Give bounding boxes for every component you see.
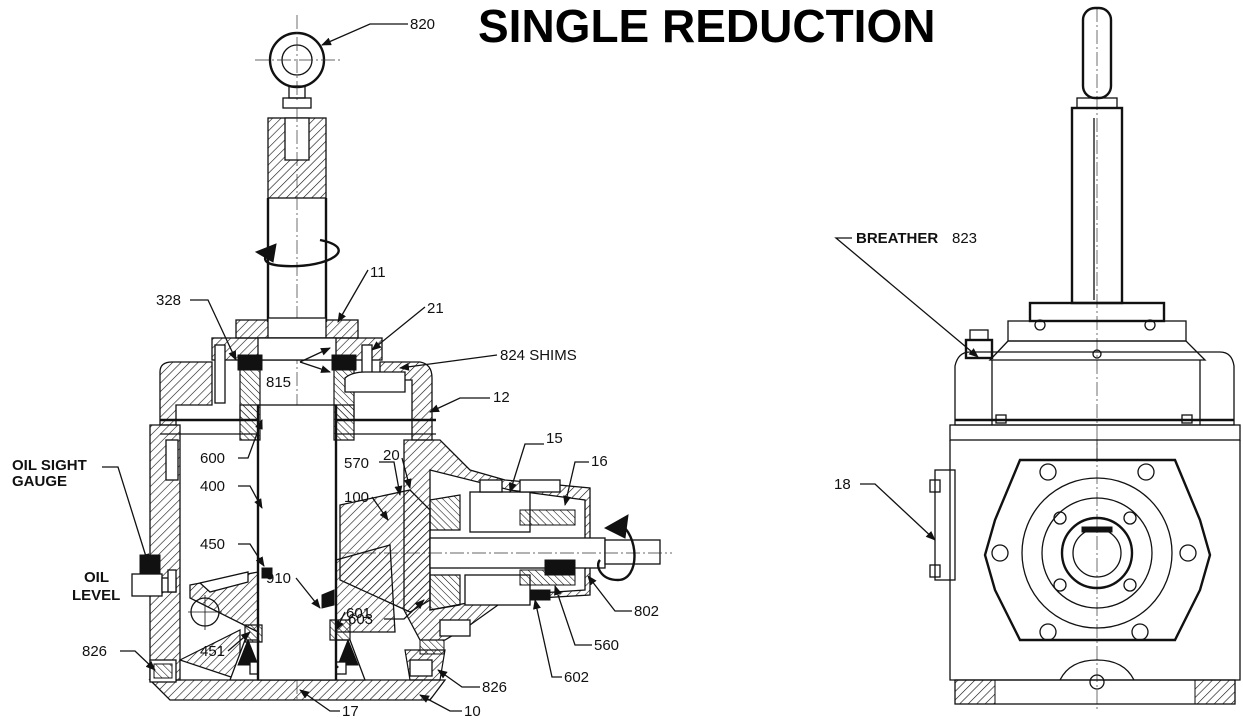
label-100: 100 — [344, 489, 369, 506]
label-21: 21 — [427, 300, 444, 317]
label-breather: BREATHER — [856, 230, 938, 247]
label-oil: OIL — [84, 569, 109, 586]
label-826-left: 826 — [82, 643, 107, 660]
diagram-title: SINGLE REDUCTION — [478, 0, 935, 52]
label-oil-sight: OIL SIGHT — [12, 457, 87, 474]
label-400: 400 — [200, 478, 225, 495]
label-570: 570 — [344, 455, 369, 472]
label-826-right: 826 — [482, 679, 507, 696]
label-level: LEVEL — [72, 587, 120, 604]
label-802: 802 — [634, 603, 659, 620]
label-823: 823 — [952, 230, 977, 247]
label-12: 12 — [493, 389, 510, 406]
label-824-shims: 824 SHIMS — [500, 347, 577, 364]
label-328: 328 — [156, 292, 181, 309]
label-450: 450 — [200, 536, 225, 553]
label-11: 11 — [370, 264, 386, 281]
label-560: 560 — [594, 637, 619, 654]
label-910: 910 — [266, 570, 291, 587]
callout-labels: 820 11 21 328 824 SHIMS 815 12 600 15 20… — [12, 16, 977, 720]
label-18: 18 — [834, 476, 851, 493]
label-gauge: GAUGE — [12, 473, 67, 490]
side-view — [929, 6, 1241, 710]
label-10: 10 — [464, 703, 481, 720]
label-601: 601 — [346, 605, 371, 622]
leader-lines — [102, 23, 979, 712]
label-20: 20 — [383, 447, 400, 464]
label-451: 451 — [200, 643, 225, 660]
input-assembly — [339, 439, 672, 655]
label-603: 603 — [348, 611, 373, 628]
label-820: 820 — [410, 16, 435, 33]
label-815: 815 — [266, 374, 291, 391]
label-602: 602 — [564, 669, 589, 686]
label-600: 600 — [200, 450, 225, 467]
label-16: 16 — [591, 453, 608, 470]
section-view — [131, 15, 672, 701]
label-17: 17 — [342, 703, 359, 720]
label-15: 15 — [546, 430, 563, 447]
eye-bolt — [255, 15, 340, 109]
